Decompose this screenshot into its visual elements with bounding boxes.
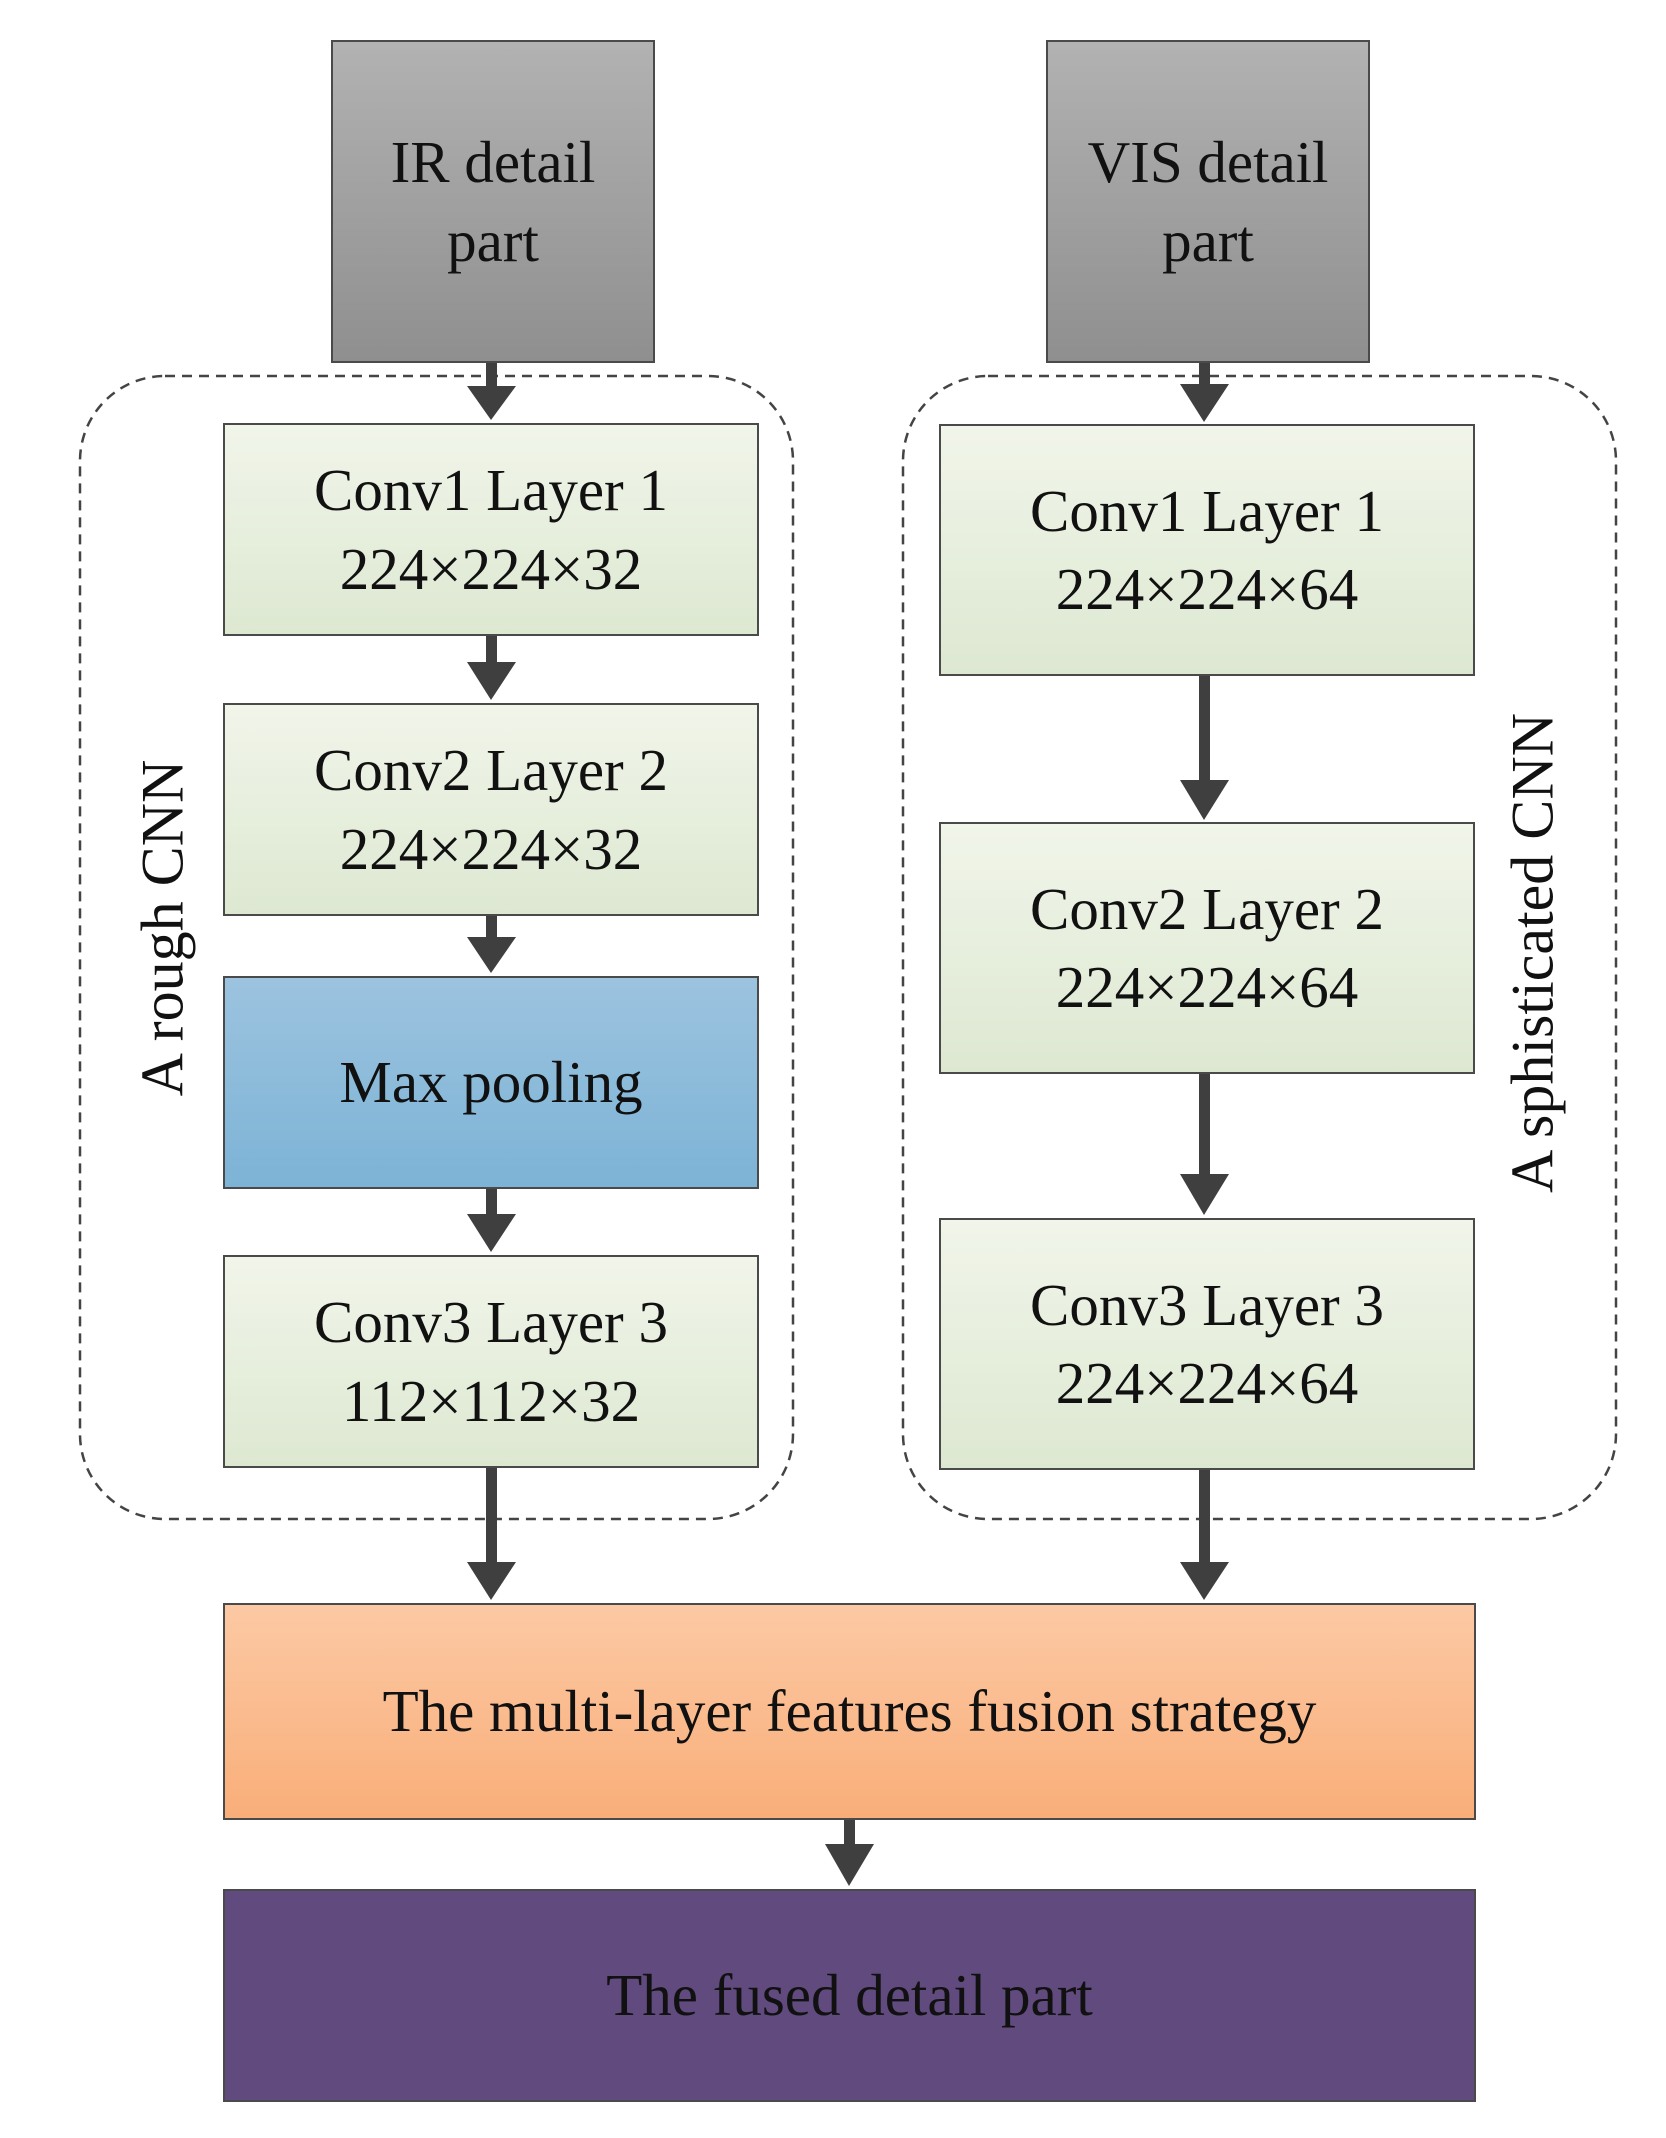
ir-input-line2: part: [447, 207, 539, 274]
soph-conv1-layer: Conv1 Layer 1 224×224×64: [939, 424, 1475, 676]
soph-conv1-shape: 224×224×64: [1055, 556, 1359, 622]
rough-conv3-title: Conv3 Layer 3: [314, 1289, 668, 1356]
soph-conv2-title: Conv2 Layer 2: [1030, 875, 1384, 942]
soph-conv2-layer: Conv2 Layer 2 224×224×64: [939, 822, 1475, 1074]
arrow-rough-conv2-to-pool: [467, 913, 516, 973]
vis-input-line2: part: [1162, 207, 1254, 274]
arrow-rough-conv1-to-conv2: [467, 634, 516, 700]
arrow-fusion-to-output: [825, 1816, 874, 1886]
soph-conv2-shape: 224×224×64: [1055, 954, 1359, 1020]
vis-input-line1: VIS detail: [1087, 129, 1329, 196]
sophisticated-cnn-group: [901, 374, 1618, 1521]
fused-detail-label: The fused detail part: [606, 1962, 1093, 2029]
arrow-soph-conv3-to-fusion: [1180, 1468, 1229, 1600]
max-pooling-label: Max pooling: [339, 1049, 643, 1116]
vis-detail-input: VIS detail part: [1046, 40, 1370, 363]
rough-conv1-layer: Conv1 Layer 1 224×224×32: [223, 423, 759, 636]
rough-conv2-title: Conv2 Layer 2: [314, 737, 668, 804]
rough-conv2-layer: Conv2 Layer 2 224×224×32: [223, 703, 759, 916]
rough-conv3-layer: Conv3 Layer 3 112×112×32: [223, 1255, 759, 1468]
soph-conv3-shape: 224×224×64: [1055, 1350, 1359, 1416]
rough-conv2-shape: 224×224×32: [339, 815, 643, 882]
arrow-ir-to-conv1: [467, 362, 516, 420]
arrow-vis-to-conv1: [1180, 362, 1229, 422]
rough-conv1-shape: 224×224×32: [339, 535, 643, 602]
arrow-soph-conv1-to-conv2: [1180, 672, 1229, 820]
max-pooling-layer: Max pooling: [223, 976, 759, 1189]
sophisticated-cnn-label: A sphisticated CNN: [1499, 713, 1566, 1193]
rough-cnn-label: A rough CNN: [129, 759, 196, 1097]
soph-conv3-layer: Conv3 Layer 3 224×224×64: [939, 1218, 1475, 1470]
arrow-pool-to-conv3: [467, 1188, 516, 1252]
arrow-rough-conv3-to-fusion: [467, 1468, 516, 1600]
rough-conv1-title: Conv1 Layer 1: [314, 457, 668, 524]
fusion-strategy-box: The multi-layer features fusion strategy: [223, 1603, 1476, 1820]
fused-detail-output: The fused detail part: [223, 1889, 1476, 2102]
soph-conv3-title: Conv3 Layer 3: [1030, 1271, 1384, 1338]
soph-conv1-title: Conv1 Layer 1: [1030, 477, 1384, 544]
ir-input-line1: IR detail: [390, 129, 596, 196]
ir-detail-input: IR detail part: [331, 40, 655, 363]
rough-conv3-shape: 112×112×32: [341, 1367, 641, 1434]
arrow-soph-conv2-to-conv3: [1180, 1068, 1229, 1215]
fusion-strategy-label: The multi-layer features fusion strategy: [382, 1678, 1317, 1745]
rough-cnn-group: [78, 374, 795, 1521]
